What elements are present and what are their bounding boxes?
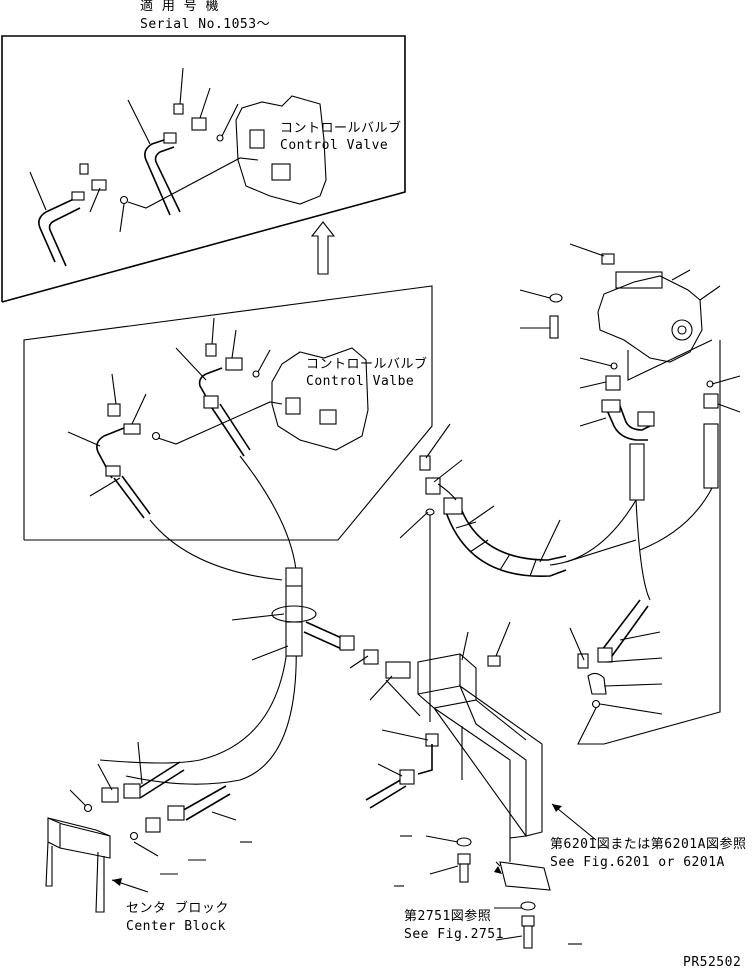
center-block-group <box>45 741 252 913</box>
see-fig-6201-en: See Fig.6201 or 6201A <box>550 855 725 870</box>
control-valve-top-jp: コントロールバルブ <box>280 121 402 136</box>
control-valve-top-en: Control Valve <box>280 138 389 153</box>
control-valve-mid-en: Control Valbe <box>306 374 415 389</box>
spiral-wrapped-hose <box>399 423 637 722</box>
detail-panel-serial <box>1 35 406 303</box>
serial-note-en: Serial No.1053～ <box>140 17 271 32</box>
serial-note-jp: 適 用 号 機 <box>140 0 219 14</box>
control-valve-assembly <box>519 243 741 745</box>
center-block-en: Center Block <box>126 919 226 934</box>
see-fig-2751-jp: 第2751図参照 <box>404 909 492 924</box>
see-fig-2751-en: See Fig.2751 <box>404 927 504 942</box>
center-block-jp: センタ ブロック <box>126 901 229 916</box>
main-leader-lines <box>231 613 393 701</box>
detail-panel-standard <box>23 285 433 541</box>
drawing-code: PR52502 <box>683 955 742 970</box>
bracket-stand <box>365 621 597 949</box>
see-fig-6201-jp: 第6201図または第6201A図参照 <box>550 837 747 852</box>
main-hose-routing <box>99 455 421 785</box>
control-valve-mid-jp: コントロールバルブ <box>306 357 428 372</box>
